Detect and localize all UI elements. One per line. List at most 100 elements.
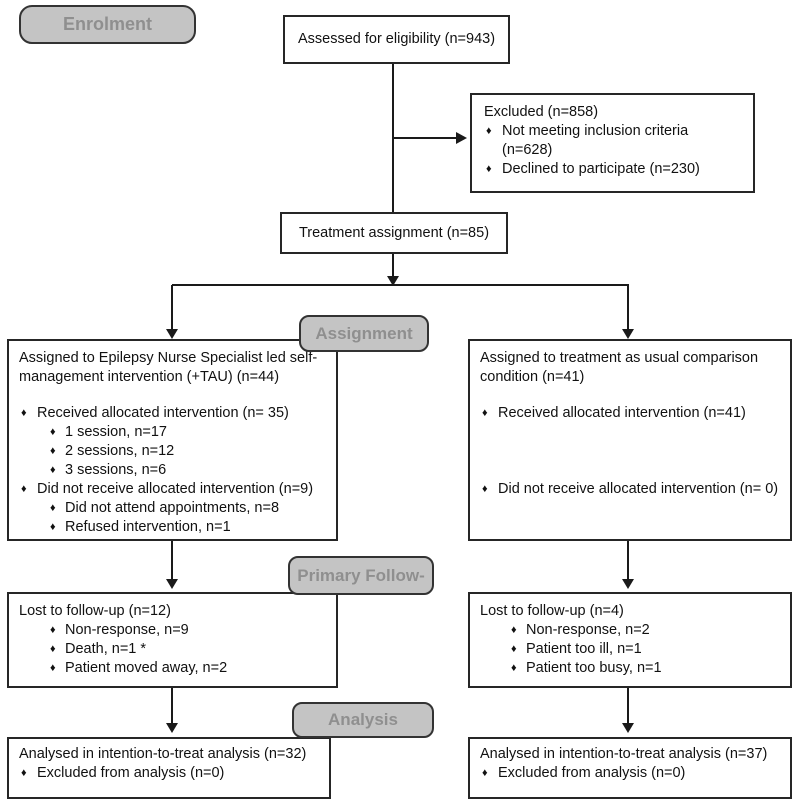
box-lost-followup-tau: Lost to follow-up (n=4) ♦ Non-response, … bbox=[468, 592, 792, 688]
arrowhead-right-excluded bbox=[456, 132, 467, 144]
analysed-bullet: ♦ Excluded from analysis (n=0) bbox=[19, 764, 319, 783]
bullet-text: Patient too busy, n=1 bbox=[526, 660, 662, 676]
not-received-detail: ♦ Did not attend appointments, n=8 bbox=[19, 499, 326, 518]
bullet-text: Did not receive allocated intervention (… bbox=[37, 481, 314, 497]
connector-split-to-intervention bbox=[171, 285, 173, 329]
box-intervention-arm: Assigned to Epilepsy Nurse Specialist le… bbox=[7, 339, 338, 541]
bullet-text: 3 sessions, n=6 bbox=[65, 462, 167, 478]
connector-to-excluded bbox=[394, 137, 456, 139]
not-received-bullet: ♦ Did not receive allocated intervention… bbox=[480, 480, 780, 499]
connector-tau-to-lost bbox=[627, 541, 629, 579]
assessed-text: Assessed for eligibility (n=943) bbox=[297, 31, 496, 47]
analysed-title: Analysed in intention-to-treat analysis … bbox=[19, 746, 307, 762]
box-treatment-assignment: Treatment assignment (n=85) bbox=[280, 212, 508, 254]
stage-badge-primary-followup: Primary Follow- bbox=[288, 556, 434, 595]
connector-split-to-tau bbox=[627, 285, 629, 329]
arrowhead-down-lost-intervention bbox=[166, 579, 178, 589]
stage-badge-analysis: Analysis bbox=[292, 702, 434, 738]
bullet-text: Declined to participate (n=230) bbox=[502, 161, 700, 177]
diamond-bullet-icon: ♦ bbox=[21, 407, 27, 419]
bullet-text: Excluded from analysis (n=0) bbox=[37, 765, 225, 781]
diamond-bullet-icon: ♦ bbox=[50, 643, 56, 655]
bullet-text: Patient moved away, n=2 bbox=[65, 660, 228, 676]
box-excluded: Excluded (n=858) ♦ Not meeting inclusion… bbox=[470, 93, 755, 193]
stage-badge-assignment: Assignment bbox=[299, 315, 429, 352]
diamond-bullet-icon: ♦ bbox=[511, 662, 517, 674]
lost-bullet: ♦ Non-response, n=9 bbox=[19, 621, 326, 640]
arm-title: Assigned to treatment as usual compariso… bbox=[480, 350, 759, 385]
stage-badge-enrolment: Enrolment bbox=[19, 5, 196, 44]
box-lost-followup-intervention: Lost to follow-up (n=12) ♦ Non-response,… bbox=[7, 592, 338, 688]
diamond-bullet-icon: ♦ bbox=[50, 426, 56, 438]
lost-bullet: ♦ Patient too ill, n=1 bbox=[480, 640, 780, 659]
diamond-bullet-icon: ♦ bbox=[482, 767, 488, 779]
diamond-bullet-icon: ♦ bbox=[486, 125, 492, 137]
connector-assessed-to-treatment bbox=[392, 64, 394, 212]
box-analysed-tau: Analysed in intention-to-treat analysis … bbox=[468, 737, 792, 799]
bullet-text: Did not receive allocated intervention (… bbox=[498, 481, 779, 497]
diamond-bullet-icon: ♦ bbox=[511, 643, 517, 655]
box-assessed-eligibility: Assessed for eligibility (n=943) bbox=[283, 15, 510, 64]
analysed-bullet: ♦ Excluded from analysis (n=0) bbox=[480, 764, 780, 783]
treatment-assignment-text: Treatment assignment (n=85) bbox=[298, 224, 490, 241]
lost-bullet: ♦ Patient too busy, n=1 bbox=[480, 659, 780, 678]
diamond-bullet-icon: ♦ bbox=[50, 445, 56, 457]
bullet-text: Did not attend appointments, n=8 bbox=[65, 500, 280, 516]
excluded-title: Excluded (n=858) bbox=[484, 104, 599, 120]
spacer bbox=[19, 387, 326, 404]
arrowhead-down-tau bbox=[622, 329, 634, 339]
lost-title: Lost to follow-up (n=4) bbox=[480, 603, 624, 619]
spacer bbox=[480, 423, 780, 480]
bullet-text: Death, n=1 * bbox=[65, 641, 147, 657]
connector-lost-to-analysed-intervention bbox=[171, 688, 173, 723]
bullet-text: Received allocated intervention (n=41) bbox=[498, 405, 746, 421]
box-tau-arm: Assigned to treatment as usual compariso… bbox=[468, 339, 792, 541]
arrowhead-down-lost-tau bbox=[622, 579, 634, 589]
bullet-text: Non-response, n=9 bbox=[65, 622, 189, 638]
bullet-text: Excluded from analysis (n=0) bbox=[498, 765, 686, 781]
lost-bullet: ♦ Non-response, n=2 bbox=[480, 621, 780, 640]
diamond-bullet-icon: ♦ bbox=[482, 483, 488, 495]
received-detail: ♦ 3 sessions, n=6 bbox=[19, 461, 326, 480]
diamond-bullet-icon: ♦ bbox=[21, 767, 27, 779]
arrowhead-down-analysed-tau bbox=[622, 723, 634, 733]
bullet-text: Received allocated intervention (n= 35) bbox=[37, 405, 289, 421]
bullet-text: Refused intervention, n=1 bbox=[65, 519, 231, 535]
not-received-bullet: ♦ Did not receive allocated intervention… bbox=[19, 480, 326, 499]
diamond-bullet-icon: ♦ bbox=[486, 163, 492, 175]
arrowhead-down-analysed-intervention bbox=[166, 723, 178, 733]
connector-lost-to-analysed-tau bbox=[627, 688, 629, 723]
connector-intervention-to-lost bbox=[171, 541, 173, 579]
bullet-text: 1 session, n=17 bbox=[65, 424, 167, 440]
analysed-title: Analysed in intention-to-treat analysis … bbox=[480, 746, 768, 762]
lost-bullet: ♦ Patient moved away, n=2 bbox=[19, 659, 326, 678]
diamond-bullet-icon: ♦ bbox=[50, 662, 56, 674]
excluded-bullet: ♦ Not meeting inclusion criteria (n=628) bbox=[484, 122, 741, 160]
arm-title: Assigned to Epilepsy Nurse Specialist le… bbox=[19, 350, 318, 385]
diamond-bullet-icon: ♦ bbox=[50, 502, 56, 514]
received-bullet: ♦ Received allocated intervention (n= 35… bbox=[19, 404, 326, 423]
diamond-bullet-icon: ♦ bbox=[511, 624, 517, 636]
not-received-detail: ♦ Refused intervention, n=1 bbox=[19, 518, 326, 537]
diamond-bullet-icon: ♦ bbox=[50, 521, 56, 533]
received-detail: ♦ 2 sessions, n=12 bbox=[19, 442, 326, 461]
connector-treatment-to-split bbox=[392, 254, 394, 277]
diamond-bullet-icon: ♦ bbox=[50, 624, 56, 636]
diamond-bullet-icon: ♦ bbox=[50, 464, 56, 476]
arrowhead-down-split bbox=[387, 276, 399, 286]
spacer bbox=[480, 387, 780, 404]
received-detail: ♦ 1 session, n=17 bbox=[19, 423, 326, 442]
bullet-text: 2 sessions, n=12 bbox=[65, 443, 175, 459]
box-analysed-intervention: Analysed in intention-to-treat analysis … bbox=[7, 737, 331, 799]
arrowhead-down-intervention bbox=[166, 329, 178, 339]
split-line bbox=[172, 284, 629, 286]
diamond-bullet-icon: ♦ bbox=[482, 407, 488, 419]
lost-bullet: ♦ Death, n=1 * bbox=[19, 640, 326, 659]
bullet-text: Patient too ill, n=1 bbox=[526, 641, 642, 657]
excluded-bullet: ♦ Declined to participate (n=230) bbox=[484, 160, 741, 179]
received-bullet: ♦ Received allocated intervention (n=41) bbox=[480, 404, 780, 423]
lost-title: Lost to follow-up (n=12) bbox=[19, 603, 171, 619]
diamond-bullet-icon: ♦ bbox=[21, 483, 27, 495]
bullet-text: Not meeting inclusion criteria (n=628) bbox=[502, 123, 689, 158]
